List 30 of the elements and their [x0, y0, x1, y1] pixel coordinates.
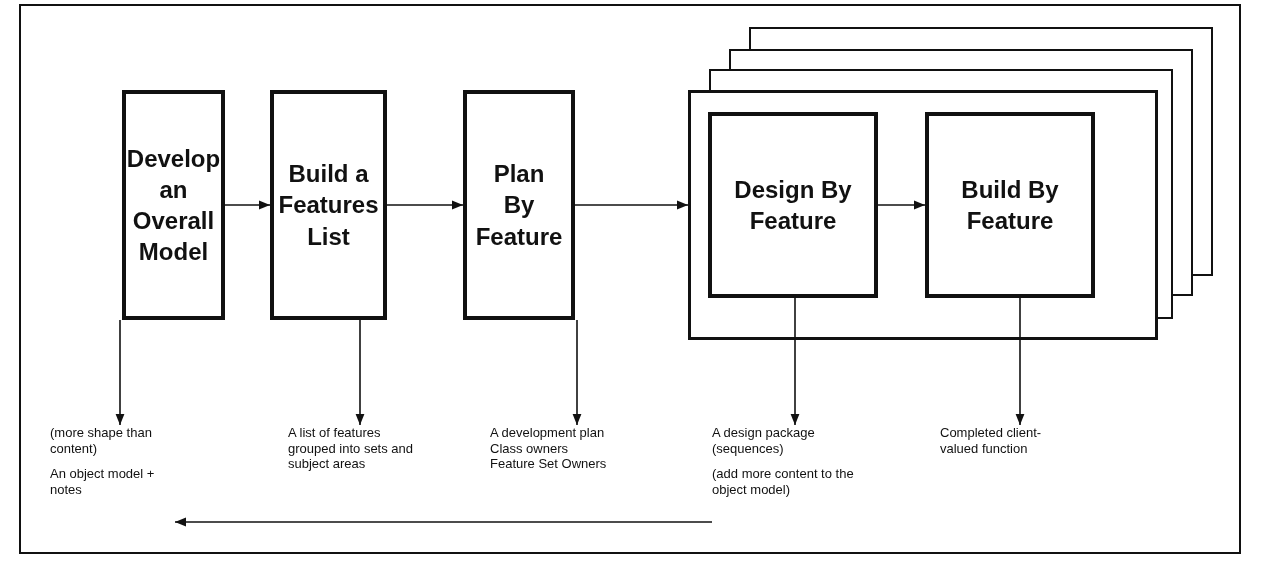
process-box [122, 90, 225, 320]
arrow [386, 200, 464, 210]
arrow [174, 517, 713, 527]
output-text: A list of features grouped into sets and subject areas [288, 425, 415, 472]
output-text: A development plan [490, 425, 606, 441]
output-text: Completed client-valued function [940, 425, 1043, 457]
group-frame [688, 90, 1158, 340]
output-text: Class owners [490, 440, 570, 457]
process-label: Design By Feature [733, 174, 853, 236]
output-text: Feature Set Owners [490, 456, 608, 472]
process-label: Build a Features List [278, 159, 379, 252]
output-text: (more shape than content) [50, 425, 153, 457]
arrow [1015, 297, 1025, 426]
arrow [574, 200, 689, 210]
process-label: Build By Feature [960, 174, 1060, 236]
process-label: Plan By Feature [475, 159, 563, 252]
process-label: Develop an Overall Model [126, 143, 221, 268]
process-box [270, 90, 387, 320]
output-text: (add more content to the object model) [712, 466, 855, 498]
process-box [463, 90, 575, 320]
arrow [355, 319, 365, 426]
process-box [708, 112, 878, 298]
output-text: An object model + notes [50, 466, 156, 498]
arrow [572, 319, 582, 426]
arrow [224, 200, 271, 210]
arrow [790, 297, 800, 426]
arrow [877, 200, 926, 210]
arrow [115, 319, 125, 426]
process-box [925, 112, 1095, 298]
output-text: A design package (sequences) [712, 425, 816, 457]
